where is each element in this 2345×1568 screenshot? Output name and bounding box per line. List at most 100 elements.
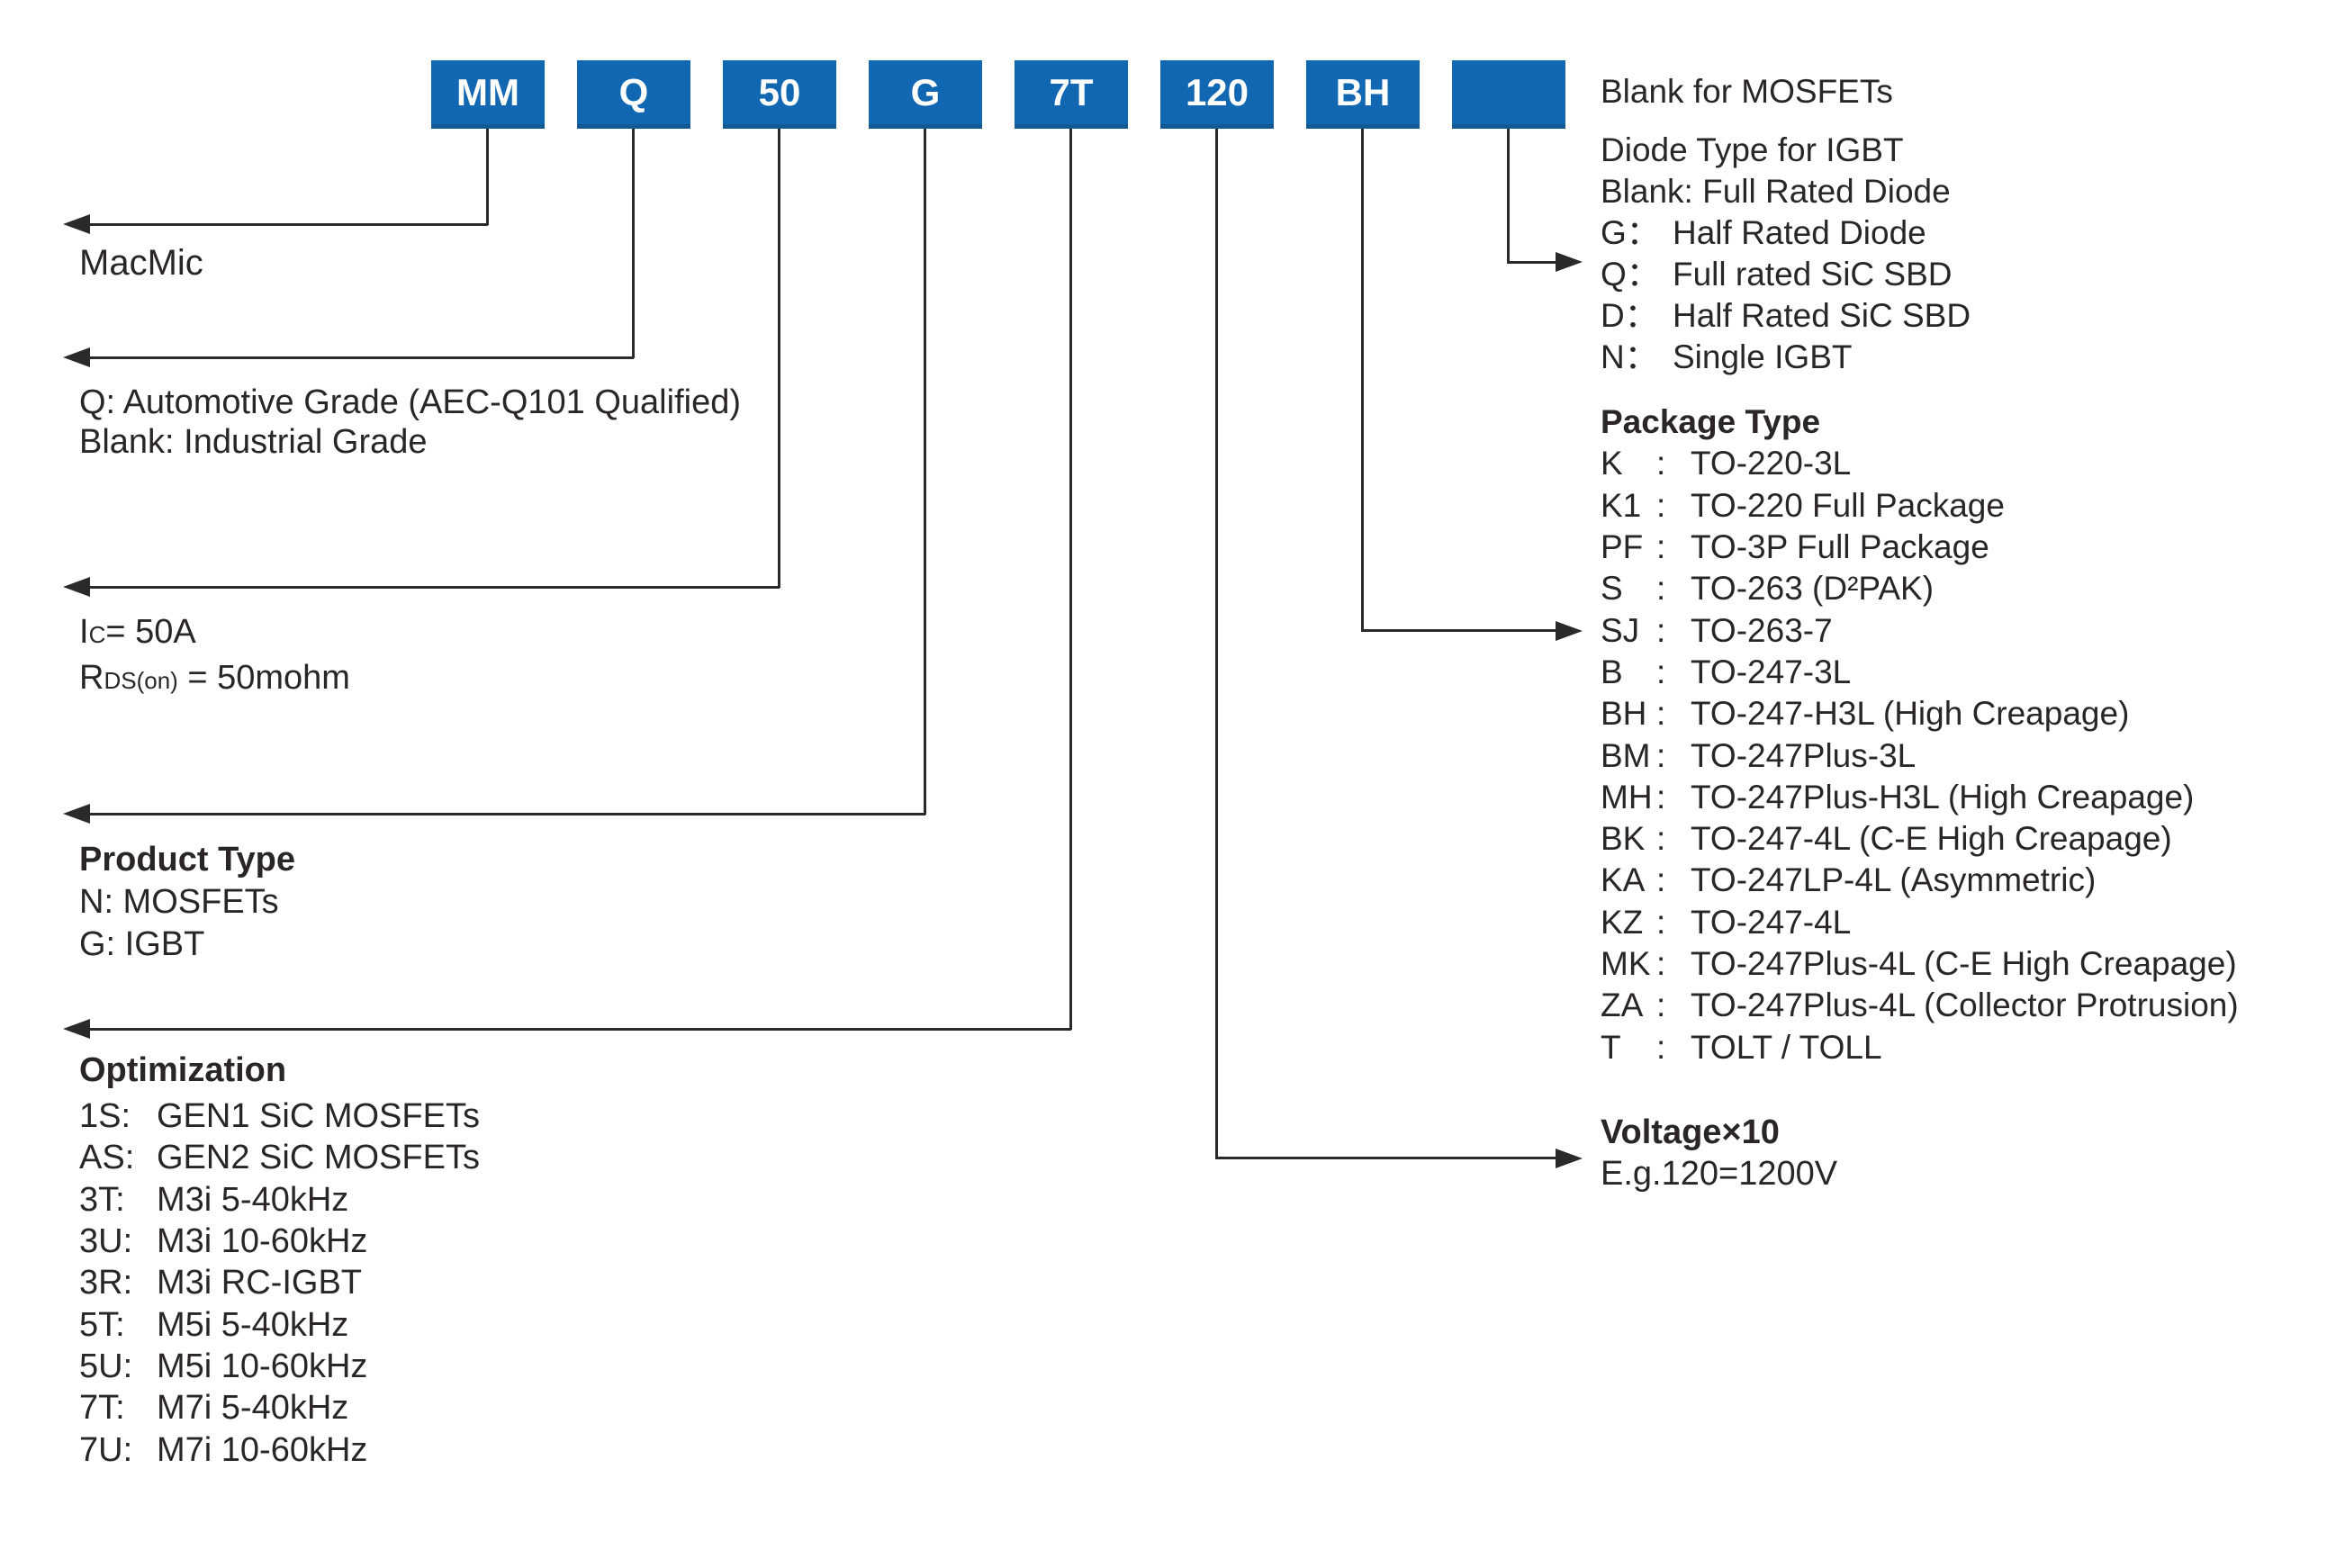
package-connector-hline [1361, 629, 1557, 632]
part-number-row: MM Q 50 G 7T 120 BH [431, 60, 1565, 129]
package-code: T [1601, 1028, 1621, 1066]
optimization-connector-hline [88, 1028, 1071, 1031]
part-code-label: Q [618, 70, 649, 113]
package-colon: : [1656, 695, 1666, 733]
diode-type-subtitle: Blank: Full Rated Diode [1601, 173, 1951, 210]
optimization-connector-vline [1069, 129, 1072, 1030]
voltage-title: Voltage×10 [1601, 1113, 1780, 1151]
package-type-line: T : TOLT / TOLL [1601, 1026, 2239, 1068]
package-type-line: K1 : TO-220 Full Package [1601, 485, 2239, 527]
optimization-line: 5T: M5i 5-40kHz [79, 1303, 480, 1345]
diode-type-items: G： Half Rated Diode Q： Full rated SiC SB… [1601, 212, 1971, 378]
diode-code: G： [1601, 214, 1660, 251]
diode-name: Half Rated Diode [1673, 214, 1926, 251]
package-type-line: SJ : TO-263-7 [1601, 609, 2239, 651]
package-type-legend: Package Type K : TO-220-3L K1 : TO-220 F… [1601, 401, 2239, 1068]
optimization-name: M5i 10-60kHz [157, 1347, 368, 1385]
optimization-name: M3i 5-40kHz [157, 1180, 349, 1219]
grade-line: Blank: Industrial Grade [79, 423, 428, 461]
package-colon: : [1656, 820, 1666, 858]
package-type-line: B : TO-247-3L [1601, 652, 2239, 693]
part-code-box: 120 [1160, 60, 1274, 129]
package-name: TO-247Plus-4L (Collector Protrusion) [1691, 987, 2239, 1024]
optimization-code: 3U: [79, 1222, 133, 1261]
package-name: TO-247-3L [1691, 653, 1852, 690]
diode-type-legend: Diode Type for IGBT Blank: Full Rated Di… [1601, 130, 1971, 378]
package-name: TO-247LP-4L (Asymmetric) [1691, 861, 2097, 899]
optimization-arrow-left-icon [63, 1019, 90, 1039]
grade-line: Q: Automotive Grade (AEC-Q101 Qualified) [79, 383, 741, 421]
q-arrow-left-icon [63, 347, 90, 367]
package-type-line: K : TO-220-3L [1601, 443, 2239, 484]
package-name: TO-263 (D²PAK) [1691, 570, 1935, 608]
diode-type-line: Q： Full rated SiC SBD [1601, 254, 1971, 295]
product-connector-hline [88, 813, 925, 816]
package-name: TOLT / TOLL [1691, 1028, 1882, 1066]
package-type-title: Package Type [1601, 403, 1821, 441]
q-connector-vline [632, 129, 635, 358]
diode-code: D： [1601, 297, 1658, 334]
voltage-legend: Voltage×10 E.g.120=1200V [1601, 1112, 1837, 1194]
package-arrow-right-icon [1556, 621, 1583, 641]
package-code: ZA [1601, 987, 1644, 1024]
package-colon: : [1656, 486, 1666, 524]
package-colon: : [1656, 611, 1666, 649]
part-code-box: G [869, 60, 982, 129]
package-type-line: MH : TO-247Plus-H3L (High Creapage) [1601, 777, 2239, 818]
mm-arrow-left-icon [63, 214, 90, 234]
diode-connector-hline [1507, 261, 1557, 264]
optimization-line: AS: GEN2 SiC MOSFETs [79, 1137, 480, 1178]
package-code: SJ [1601, 611, 1640, 649]
part-code-box: 7T [1015, 60, 1128, 129]
product-type-line: N: MOSFETs [79, 883, 279, 921]
ratings-legend: IC= 50A RDS(on) = 50mohm [79, 610, 350, 702]
optimization-line: 3T: M3i 5-40kHz [79, 1179, 480, 1221]
package-colon: : [1656, 528, 1666, 566]
package-code: BK [1601, 820, 1646, 858]
optimization-line: 7T: M7i 5-40kHz [79, 1387, 480, 1428]
optimization-name: M7i 5-40kHz [157, 1389, 349, 1428]
package-code: B [1601, 653, 1623, 690]
optimization-code: 3T: [79, 1180, 125, 1219]
ic-value: = 50A [105, 613, 196, 651]
package-code: BH [1601, 695, 1647, 733]
package-code: MK [1601, 945, 1651, 982]
part-code-label: MM [456, 70, 519, 113]
package-name: TO-247Plus-4L (C-E High Creapage) [1691, 945, 2237, 982]
part-code-box: BH [1306, 60, 1420, 129]
package-colon: : [1656, 570, 1666, 608]
product-type-title: Product Type [79, 841, 295, 879]
package-name: TO-247-4L [1691, 903, 1852, 941]
ic-symbol: I [79, 613, 89, 651]
rds-on-value: RDS(on) = 50mohm [79, 656, 350, 702]
diode-name: Full rated SiC SBD [1673, 256, 1953, 293]
optimization-code: 7U: [79, 1430, 133, 1469]
package-code: PF [1601, 528, 1644, 566]
diode-code: Q： [1601, 256, 1660, 293]
package-type-line: BM : TO-247Plus-3L [1601, 734, 2239, 776]
part-code-box: Q [577, 60, 690, 129]
part-code-label: 50 [758, 70, 801, 113]
optimization-line: 5U: M5i 10-60kHz [79, 1346, 480, 1387]
optimization-name: M3i 10-60kHz [157, 1222, 368, 1261]
optimization-code: AS: [79, 1139, 135, 1177]
package-type-line: KA : TO-247LP-4L (Asymmetric) [1601, 860, 2239, 901]
optimization-code: 5U: [79, 1347, 133, 1385]
package-type-line: ZA : TO-247Plus-4L (Collector Protrusion… [1601, 985, 2239, 1026]
package-code: BM [1601, 736, 1651, 774]
package-name: TO-247-H3L (High Creapage) [1691, 695, 2130, 733]
diode-name: Single IGBT [1673, 338, 1853, 375]
package-name: TO-3P Full Package [1691, 528, 1989, 566]
part-code-label: G [910, 70, 941, 113]
diode-type-line: G： Half Rated Diode [1601, 212, 1971, 254]
voltage-arrow-right-icon [1556, 1149, 1583, 1168]
package-connector-vline [1361, 129, 1364, 631]
diode-type-line: D： Half Rated SiC SBD [1601, 295, 1971, 337]
package-colon: : [1656, 861, 1666, 899]
package-type-items: K : TO-220-3L K1 : TO-220 Full Package P… [1601, 443, 2239, 1068]
optimization-code: 7T: [79, 1389, 125, 1428]
voltage-example: E.g.120=1200V [1601, 1155, 1838, 1193]
optimization-line: 7U: M7i 10-60kHz [79, 1428, 480, 1470]
